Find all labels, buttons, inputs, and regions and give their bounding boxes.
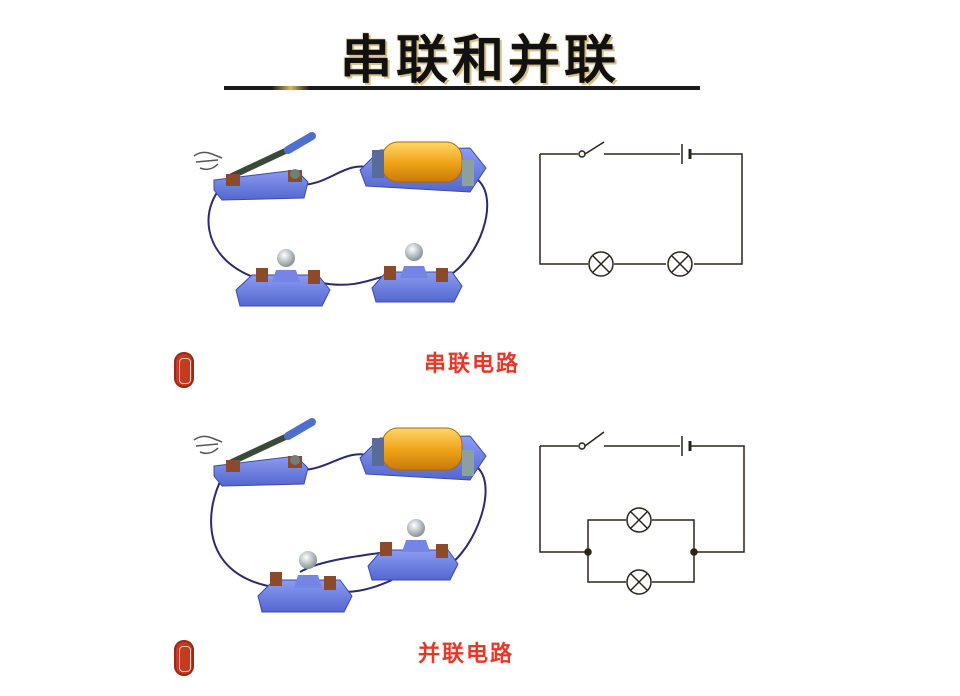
lamp-symbol bbox=[626, 569, 652, 595]
page-title: 串联和并联 bbox=[339, 30, 620, 91]
bulb-holder bbox=[257, 551, 353, 613]
lamp-symbol bbox=[667, 251, 693, 277]
knife-switch bbox=[213, 132, 316, 201]
wire bbox=[444, 179, 489, 279]
knife-switch bbox=[213, 418, 316, 487]
lamp-symbol bbox=[588, 251, 614, 277]
parallel-physical-circuit bbox=[193, 418, 487, 613]
lamp-symbol bbox=[626, 507, 652, 533]
hand-pointer-icon bbox=[193, 435, 223, 455]
battery-holder bbox=[359, 141, 487, 193]
seal-stamp-icon bbox=[174, 352, 194, 388]
title-underline bbox=[224, 86, 700, 90]
seal-stamp-icon bbox=[174, 640, 194, 676]
parallel-circuit-caption: 并联电路 bbox=[418, 642, 515, 667]
bulb-holder bbox=[371, 243, 463, 303]
series-circuit-caption: 串联电路 bbox=[424, 352, 521, 377]
hand-pointer-icon bbox=[193, 151, 223, 171]
series-schematic bbox=[539, 141, 743, 277]
bulb-holder bbox=[367, 519, 459, 581]
series-physical-circuit bbox=[193, 132, 489, 307]
parallel-schematic bbox=[539, 431, 745, 595]
bulb-holder bbox=[235, 249, 331, 307]
battery-holder bbox=[359, 427, 487, 481]
